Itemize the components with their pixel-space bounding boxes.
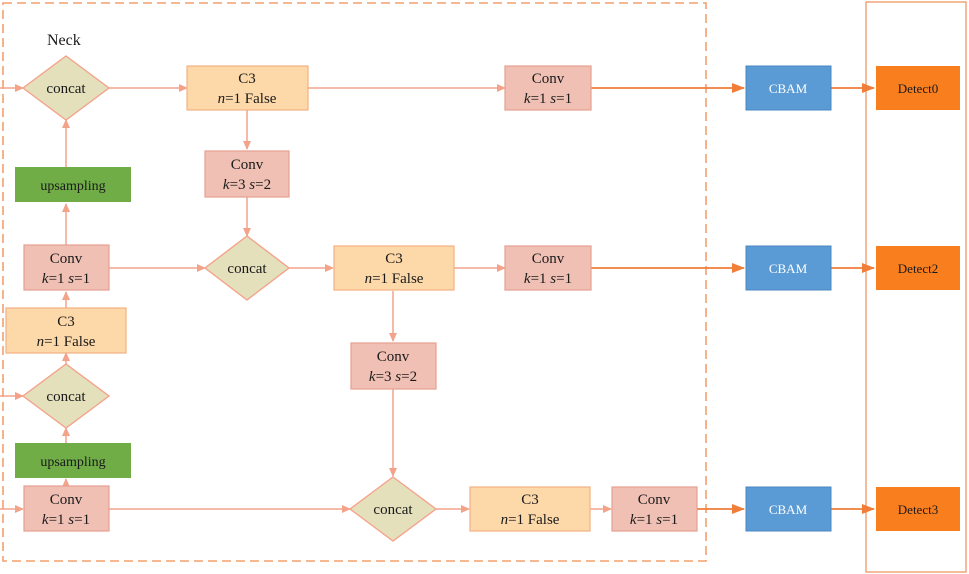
svg-text:Conv: Conv (50, 251, 83, 267)
detect-block-2: Detect2 (876, 246, 960, 290)
cbam-block-3: CBAM (745, 486, 832, 532)
svg-text:Conv: Conv (532, 251, 565, 267)
upsampling-block-1: upsampling (15, 167, 131, 202)
conv-block-1: Conv k=1 s=1 (504, 65, 592, 111)
cbam-block-1: CBAM (745, 65, 832, 111)
detect-block-3: Detect3 (876, 487, 960, 531)
svg-text:k=3 s=2: k=3 s=2 (369, 369, 417, 385)
svg-text:C3: C3 (57, 314, 75, 330)
svg-text:CBAM: CBAM (769, 502, 808, 517)
svg-text:upsampling: upsampling (40, 455, 105, 470)
svg-text:k=3 s=2: k=3 s=2 (223, 177, 271, 193)
svg-text:CBAM: CBAM (769, 261, 808, 276)
svg-text:C3: C3 (385, 251, 403, 267)
neck-frame (2, 2, 707, 562)
svg-text:Detect0: Detect0 (898, 81, 938, 96)
head-frame (865, 1, 967, 573)
c3-block-3: C3 n=1 False (469, 486, 591, 532)
svg-text:k=1 s=1: k=1 s=1 (524, 91, 572, 107)
cbam-block-2: CBAM (745, 245, 832, 291)
svg-text:concat: concat (46, 81, 86, 97)
c3-block-2: C3 n=1 False (333, 245, 455, 291)
connectors (0, 83, 875, 514)
c3-block-left: C3 n=1 False (5, 307, 127, 354)
svg-text:k=1 s=1: k=1 s=1 (42, 271, 90, 287)
neck-title: Neck (47, 32, 81, 49)
conv-downsample-2: Conv k=3 s=2 (350, 342, 437, 390)
svg-text:CBAM: CBAM (769, 81, 808, 96)
concat-node-4: concat (348, 476, 438, 542)
conv-block-left-2: Conv k=1 s=1 (23, 485, 110, 532)
detect-block-0: Detect0 (876, 66, 960, 110)
svg-text:k=1 s=1: k=1 s=1 (524, 271, 572, 287)
svg-text:k=1 s=1: k=1 s=1 (42, 512, 90, 528)
concat-node-1: concat (21, 55, 111, 121)
svg-text:Detect2: Detect2 (898, 261, 938, 276)
svg-text:k=1 s=1: k=1 s=1 (630, 512, 678, 528)
upsampling-block-2: upsampling (15, 443, 131, 478)
svg-text:Detect3: Detect3 (898, 502, 938, 517)
svg-text:Conv: Conv (638, 492, 671, 508)
svg-text:Conv: Conv (532, 71, 565, 87)
c3-block-1: C3 n=1 False (186, 65, 309, 111)
svg-text:concat: concat (373, 502, 413, 518)
svg-text:C3: C3 (238, 71, 256, 87)
conv-block-left-1: Conv k=1 s=1 (23, 244, 110, 291)
svg-text:Conv: Conv (50, 492, 83, 508)
svg-text:n=1 False: n=1 False (218, 91, 277, 107)
conv-downsample-1: Conv k=3 s=2 (204, 150, 290, 198)
svg-text:C3: C3 (521, 492, 539, 508)
conv-block-3: Conv k=1 s=1 (611, 486, 698, 532)
svg-text:concat: concat (227, 261, 267, 277)
svg-text:Conv: Conv (377, 349, 410, 365)
svg-text:upsampling: upsampling (40, 179, 105, 194)
svg-text:n=1 False: n=1 False (365, 271, 424, 287)
svg-text:Conv: Conv (231, 157, 264, 173)
svg-text:n=1 False: n=1 False (37, 334, 96, 350)
svg-text:concat: concat (46, 389, 86, 405)
concat-node-2: concat (203, 235, 291, 301)
conv-block-2: Conv k=1 s=1 (504, 245, 592, 291)
concat-node-3: concat (21, 363, 111, 429)
svg-text:n=1 False: n=1 False (501, 512, 560, 528)
